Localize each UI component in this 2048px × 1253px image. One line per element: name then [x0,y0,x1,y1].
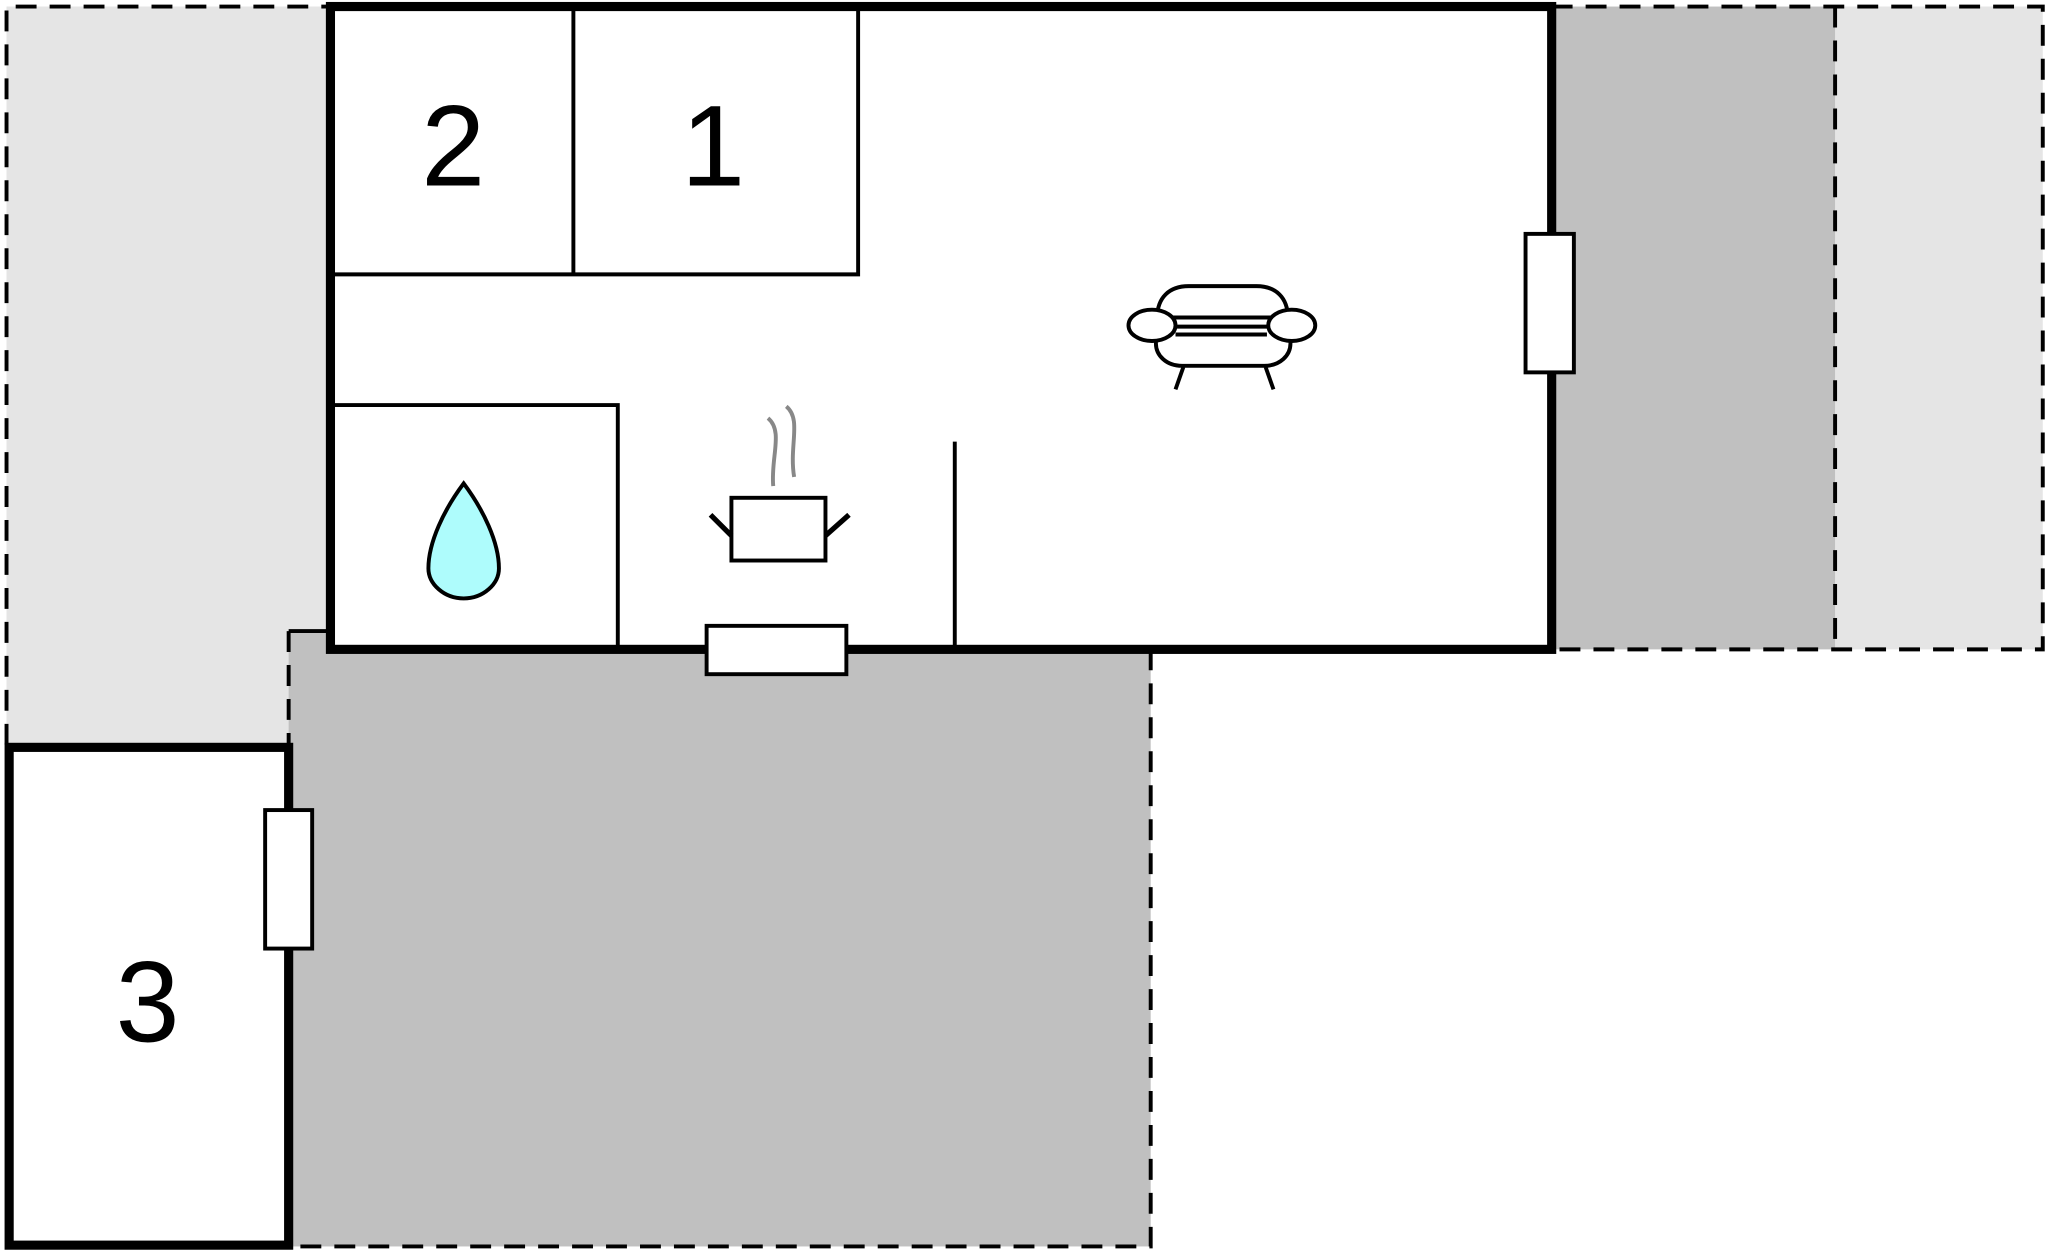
door-kitchen [704,623,849,677]
water-drop-icon [426,480,501,601]
door-bedroom-3 [263,808,315,951]
outdoor-area-left [4,4,331,745]
bedroom-3 [4,742,294,1250]
cooking-pot-icon [708,404,851,563]
main-house [325,1,1557,654]
room-label-1: 1 [681,83,745,211]
room-label-2: 2 [421,83,485,211]
terrace-bottom [286,629,1153,1249]
terrace-right [1551,4,2045,652]
armchair-icon [1126,284,1318,391]
door-living-room [1523,231,1576,375]
room-label-3: 3 [116,938,180,1066]
